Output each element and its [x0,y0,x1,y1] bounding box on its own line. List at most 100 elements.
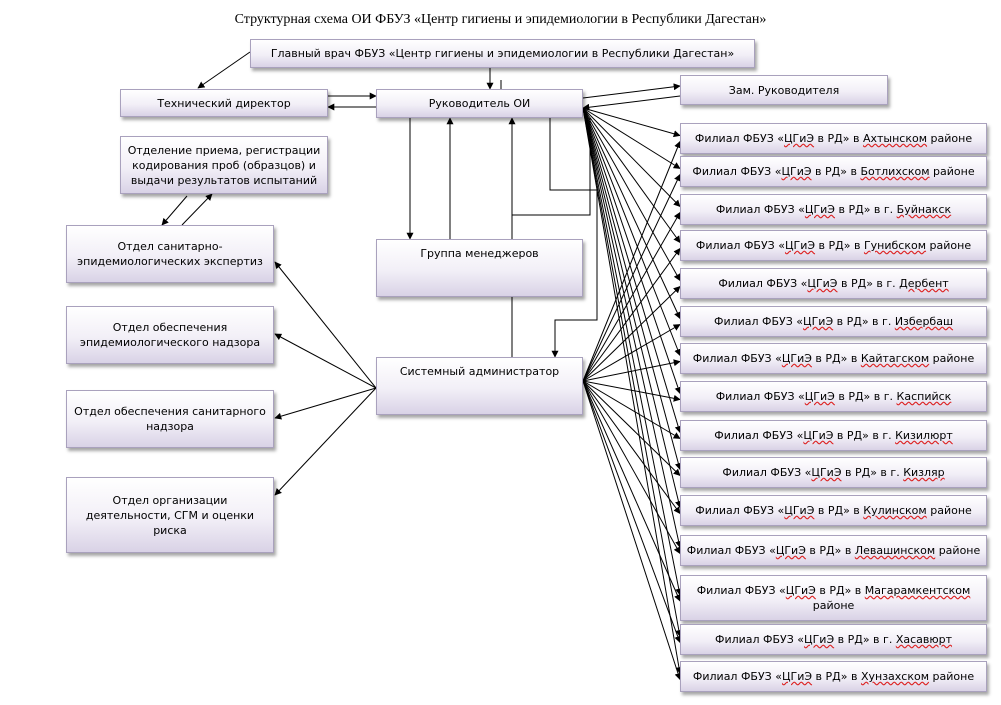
branch-label-mid: в РД» в [814,132,863,145]
branch-label-suffix: районе [926,504,972,517]
connector-sysadmin-sanepid [274,261,377,389]
branch-label-prefix: Филиал ФБУЗ « [714,633,805,646]
managers-group-label: Группа менеджеров [420,247,539,260]
branch-label-mark: ЦГиЭ [783,132,815,145]
branch-label: Филиал ФБУЗ «ЦГиЭ в РД» в Левашинском ра… [687,543,981,558]
sanepid-expertise-label: Отдел санитарно-эпидемиологических экспе… [77,240,263,268]
branch-label-suffix: районе [929,352,975,365]
connector-sysadmin-epid [274,333,377,389]
branch-label: Филиал ФБУЗ «ЦГиЭ в РД» в г. Кизилюрт [714,428,952,443]
head-oi-box[interactable]: Руководитель ОИ [376,89,583,118]
branch-box[interactable]: Филиал ФБУЗ «ЦГиЭ в РД» в г. Хасавюрт [680,624,987,655]
branch-label-prefix: Филиал ФБУЗ « [722,466,812,479]
connector-sysadmin-branch [582,211,681,382]
connector-head-branch [582,107,683,638]
branch-label-suffix: районе [926,239,972,252]
branch-label-mid: в РД» в [805,544,855,557]
branch-label-prefix: Филиал ФБУЗ « [714,429,804,442]
branch-label-mark: ЦГиЭ [803,315,834,328]
connector-head-branch [582,107,681,207]
branch-label-mid: в РД» в г. [841,466,904,479]
branch-label-mark: ЦГиЭ [784,504,815,517]
branch-label-suffix: районе [935,544,981,557]
branch-label-mark: ЦГиЭ [781,670,813,683]
branch-box[interactable]: Филиал ФБУЗ «ЦГиЭ в РД» в Гунибском райо… [680,230,987,261]
connector-sysadmin-branch [582,380,681,555]
connector-sysadmin-org [274,387,377,496]
head-oi-label: Руководитель ОИ [428,97,531,110]
connector-sysadmin-branch [582,380,681,476]
branch-label: Филиал ФБУЗ «ЦГиЭ в РД» в г. Кизляр [722,465,944,480]
branch-label-place: Дербент [899,277,949,290]
branch-label-place: Хунзахском [860,670,930,683]
branch-box[interactable]: Филиал ФБУЗ «ЦГиЭ в РД» в Ахтынском райо… [680,123,987,154]
branch-label-mid: в РД» в [811,352,861,365]
branch-box[interactable]: Филиал ФБУЗ «ЦГиЭ в РД» в Хунзахском рай… [680,661,987,692]
chief-doctor-box[interactable]: Главный врач ФБУЗ «Центр гигиены и эпиде… [250,39,755,68]
branch-label-suffix: районе [929,165,975,178]
branch-box[interactable]: Филиал ФБУЗ «ЦГиЭ в РД» в г. Кизилюрт [680,420,987,451]
connector-head-branch [582,107,681,244]
branch-label-prefix: Филиал ФБУЗ « [718,277,808,290]
branch-label-mark: ЦГиЭ [781,165,812,178]
branch-label-place: Избербаш [894,315,954,328]
sysadmin-box[interactable]: Системный администратор [376,357,583,415]
branch-label-place: Кизляр [903,466,945,479]
branch-label-mark: ЦГиЭ [781,352,812,365]
epid-support-box[interactable]: Отдел обеспечения эпидемиологического на… [66,306,274,364]
branch-label-prefix: Филиал ФБУЗ « [692,670,782,683]
connector-head-deputy [582,83,681,99]
branch-label-mark: ЦГиЭ [811,466,842,479]
connector-sysadmin-branch [582,380,681,439]
managers-group-box[interactable]: Группа менеджеров [376,239,583,297]
branch-label-mid: в РД» в [815,584,865,597]
branch-label: Филиал ФБУЗ «ЦГиЭ в РД» в г. Хасавюрт [715,632,952,647]
branch-label: Филиал ФБУЗ «ЦГиЭ в РД» в г. Избербаш [714,314,953,329]
branch-label-suffix: районе [929,670,975,683]
sysadmin-label: Системный администратор [399,365,560,378]
branch-label-place: Гунибском [863,239,927,252]
connector-head-branch [582,107,682,434]
deputy-box[interactable]: Зам. Руководителя [680,75,888,105]
branch-box[interactable]: Филиал ФБУЗ «ЦГиЭ в РД» в Ботлихском рай… [680,156,987,187]
branch-box[interactable]: Филиал ФБУЗ «ЦГиЭ в РД» в г. Буйнакск [680,194,987,225]
epid-support-label: Отдел обеспечения эпидемиологического на… [79,321,261,349]
org-risk-box[interactable]: Отдел организации деятельности, СГМ и оц… [66,477,274,553]
branch-label-prefix: Филиал ФБУЗ « [713,315,804,328]
connector-head-branch [582,107,682,471]
technical-director-box[interactable]: Технический директор [120,89,328,117]
branch-label-prefix: Филиал ФБУЗ « [692,165,782,178]
branch-box[interactable]: Филиал ФБУЗ «ЦГиЭ в РД» в г. Избербаш [680,306,987,337]
branch-box[interactable]: Филиал ФБУЗ «ЦГиЭ в РД» в Магарамкентско… [680,575,987,621]
branch-box[interactable]: Филиал ФБУЗ «ЦГиЭ в РД» в г. Каспийск [680,381,987,412]
branch-label-mark: ЦГиЭ [803,429,834,442]
deputy-label: Зам. Руководителя [728,83,840,97]
branch-box[interactable]: Филиал ФБУЗ «ЦГиЭ в РД» в Кулинском райо… [680,495,987,526]
connector-chief-tech [197,51,251,89]
branch-label-mid: в РД» в г. [834,203,897,216]
branch-label-mark: ЦГиЭ [807,277,838,290]
branch-label: Филиал ФБУЗ «ЦГиЭ в РД» в Магарамкентско… [685,583,982,613]
branch-box[interactable]: Филиал ФБУЗ «ЦГиЭ в РД» в Левашинском ра… [680,535,987,566]
org-risk-label: Отдел организации деятельности, СГМ и оц… [85,493,255,537]
branch-label-place: Ботлихском [860,165,930,178]
branch-label-place: Хасавюрт [895,633,953,646]
connector-sysadmin-branch [582,247,681,382]
connector-head-branch [582,107,682,395]
branch-label-prefix: Филиал ФБУЗ « [686,544,776,557]
branch-label-place: Кулинском [863,504,927,517]
connector-head-branch [582,107,681,169]
branch-box[interactable]: Филиал ФБУЗ «ЦГиЭ в РД» в г. Дербент [680,268,987,299]
branch-box[interactable]: Филиал ФБУЗ «ЦГиЭ в РД» в г. Кизляр [680,457,987,488]
branch-label-suffix: районе [812,599,855,612]
connector-head-branch [582,107,683,549]
branch-label: Филиал ФБУЗ «ЦГиЭ в РД» в г. Дербент [718,276,948,291]
connector-head-branch [582,107,681,138]
branch-label: Филиал ФБУЗ «ЦГиЭ в РД» в г. Буйнакск [716,202,951,217]
sanit-support-box[interactable]: Отдел обеспечения санитарного надзора [66,390,274,448]
intake-department-box[interactable]: Отделение приема, регистрации кодировани… [120,136,328,194]
branch-box[interactable]: Филиал ФБУЗ «ЦГиЭ в РД» в Кайтагском рай… [680,343,987,374]
connector-sysadmin-branch [582,173,681,382]
sanepid-expertise-box[interactable]: Отдел санитарно-эпидемиологических экспе… [66,225,274,283]
